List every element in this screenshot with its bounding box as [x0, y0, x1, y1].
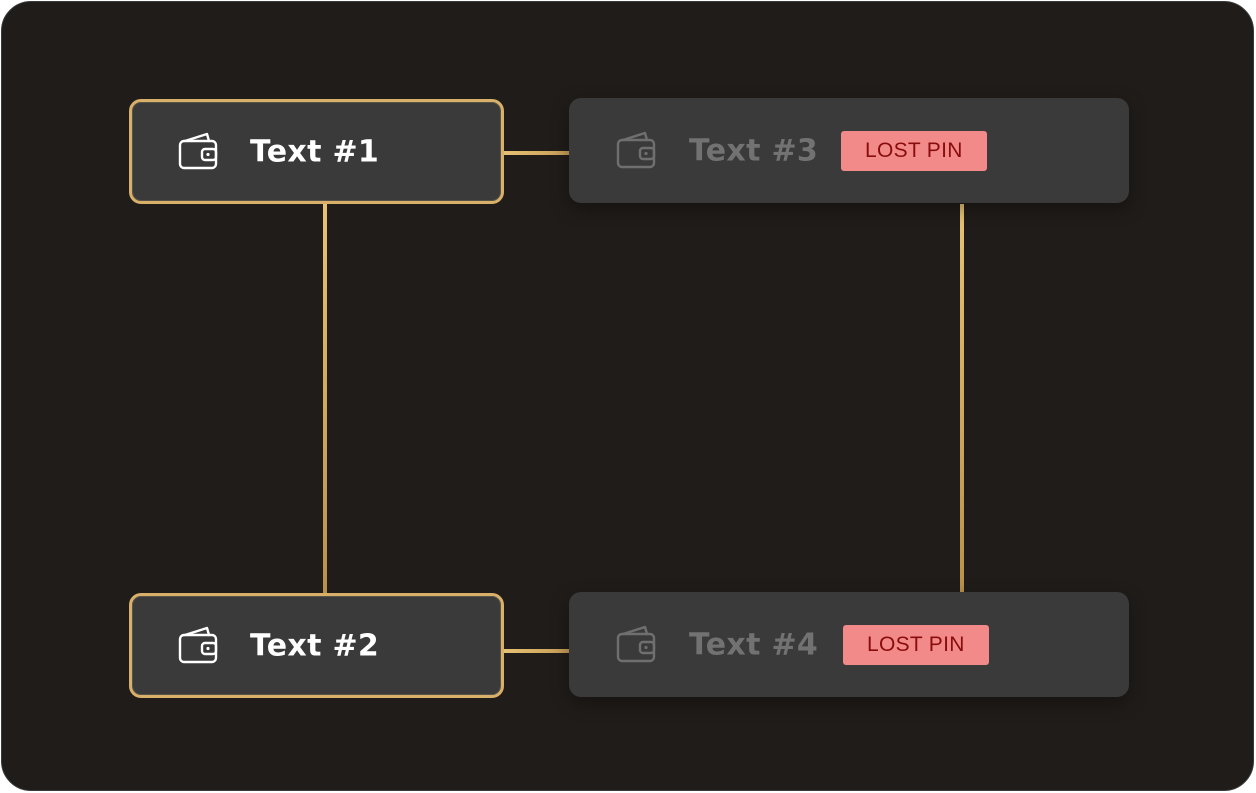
- wallet-icon: [177, 132, 219, 172]
- node-label: Text #4: [689, 627, 819, 662]
- node-card-text-4[interactable]: Text #4 LOST PIN: [569, 592, 1129, 697]
- edge-node2-node4: [504, 649, 571, 653]
- node-label: Text #2: [250, 628, 380, 663]
- node-card-text-2[interactable]: Text #2: [129, 593, 504, 698]
- lost-pin-badge: LOST PIN: [841, 130, 987, 171]
- lost-pin-badge: LOST PIN: [843, 624, 989, 665]
- wallet-icon: [615, 131, 657, 171]
- edge-node3-node4: [960, 204, 964, 594]
- edge-node1-node3: [504, 151, 571, 155]
- node-label: Text #3: [689, 133, 819, 168]
- node-card-text-1[interactable]: Text #1: [129, 99, 504, 204]
- edge-node1-node2: [323, 203, 327, 594]
- node-label: Text #1: [250, 134, 380, 169]
- node-card-text-3[interactable]: Text #3 LOST PIN: [569, 98, 1129, 203]
- wallet-icon: [177, 626, 219, 666]
- wallet-icon: [615, 625, 657, 665]
